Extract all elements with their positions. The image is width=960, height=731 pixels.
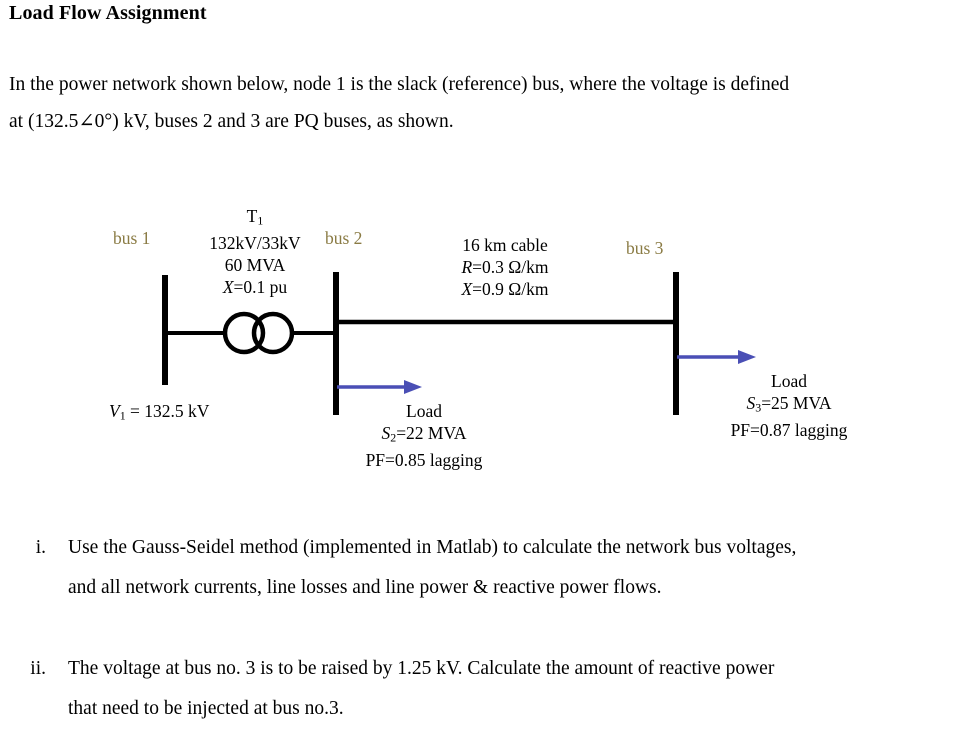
transformer-rating: 60 MVA xyxy=(224,254,286,275)
slack-voltage-subscript: 1 xyxy=(119,408,126,423)
transformer-annotation: T1 132kV/33kV 60 MVA X=0.1 pu xyxy=(196,205,314,298)
load2-title: Load xyxy=(406,401,442,421)
bus1-label: bus 1 xyxy=(113,228,151,248)
transformer-name: T1 xyxy=(196,205,314,232)
intro-paragraph: In the power network shown below, node 1… xyxy=(9,66,955,140)
cable-length: 16 km cable xyxy=(462,235,548,255)
question-line: that need to be injected at bus no.3. xyxy=(68,698,344,719)
cable-annotation: 16 km cable R=0.3 Ω/km X=0.9 Ω/km xyxy=(441,234,569,300)
question-body: The voltage at bus no. 3 is to be raised… xyxy=(68,649,948,729)
load3-power-factor: PF=0.87 lagging xyxy=(730,419,848,440)
load3-apparent-power: S3=25 MVA xyxy=(720,392,858,419)
load2-power-factor: PF=0.85 lagging xyxy=(365,449,483,470)
load3-title: Load xyxy=(771,371,807,391)
load2-annotation: Load S2=22 MVA PF=0.85 lagging xyxy=(355,400,493,471)
load3-s-symbol: S xyxy=(746,393,756,413)
load3-s-value: =25 MVA xyxy=(761,393,832,413)
slack-voltage-value: = 132.5 kV xyxy=(125,401,210,421)
intro-line-2-suffix: ) kV, buses 2 and 3 are PQ buses, as sho… xyxy=(112,111,454,132)
cable-resistance-symbol: R xyxy=(461,257,473,277)
load3-arrow-head xyxy=(738,350,756,364)
page-title: Load Flow Assignment xyxy=(9,2,207,24)
transformer-ratio: 132kV/33kV xyxy=(209,232,301,253)
transformer-name-subscript: 1 xyxy=(257,213,264,228)
transformer-reactance: X=0.1 pu xyxy=(196,276,314,298)
load2-s-subscript: 2 xyxy=(390,430,397,445)
question-item: ii. The voltage at bus no. 3 is to be ra… xyxy=(0,649,960,729)
cable-resistance-value: =0.3 Ω/km xyxy=(472,257,549,277)
question-line: The voltage at bus no. 3 is to be raised… xyxy=(68,658,775,679)
slack-voltage-symbol: V xyxy=(109,401,120,421)
load3-annotation: Load S3=25 MVA PF=0.87 lagging xyxy=(720,370,858,441)
question-line: and all network currents, line losses an… xyxy=(68,577,662,598)
question-number: i. xyxy=(35,537,46,558)
load3-s-subscript: 3 xyxy=(755,400,762,415)
transformer-winding-primary xyxy=(222,311,266,355)
bus3-label: bus 3 xyxy=(626,238,664,258)
cable-reactance: X=0.9 Ω/km xyxy=(441,278,569,300)
intro-line-2: at (132.5∠0°) kV, buses 2 and 3 are PQ b… xyxy=(9,103,955,140)
intro-line-1: In the power network shown below, node 1… xyxy=(9,74,790,95)
transformer-name-letter: T xyxy=(246,206,258,226)
load2-apparent-power: S2=22 MVA xyxy=(355,422,493,449)
slack-voltage-label: V1 = 132.5 kV xyxy=(109,400,209,427)
load2-s-value: =22 MVA xyxy=(396,423,467,443)
transformer-reactance-value: =0.1 pu xyxy=(233,276,288,297)
cable-reactance-symbol: X xyxy=(461,279,473,299)
angle-notation: ∠0° xyxy=(78,111,113,132)
question-list: i. Use the Gauss-Seidel method (implemen… xyxy=(0,528,960,729)
power-network-diagram: bus 1 bus 2 bus 3 T1 132kV/33kV 60 MVA X… xyxy=(0,195,960,495)
load2-arrow-head xyxy=(404,380,422,394)
question-number: ii. xyxy=(30,658,46,679)
transformer-winding-secondary xyxy=(251,311,295,355)
load2-s-symbol: S xyxy=(381,423,391,443)
network-schematic-svg xyxy=(162,272,756,415)
cable-reactance-value: =0.9 Ω/km xyxy=(472,279,549,299)
transformer-reactance-symbol: X xyxy=(222,276,234,297)
question-item: i. Use the Gauss-Seidel method (implemen… xyxy=(0,528,960,608)
cable-resistance: R=0.3 Ω/km xyxy=(441,256,569,278)
intro-line-2-prefix: at (132.5 xyxy=(9,111,79,132)
bus2-label: bus 2 xyxy=(325,228,363,248)
question-body: Use the Gauss-Seidel method (implemented… xyxy=(68,528,948,608)
question-line: Use the Gauss-Seidel method (implemented… xyxy=(68,537,797,558)
